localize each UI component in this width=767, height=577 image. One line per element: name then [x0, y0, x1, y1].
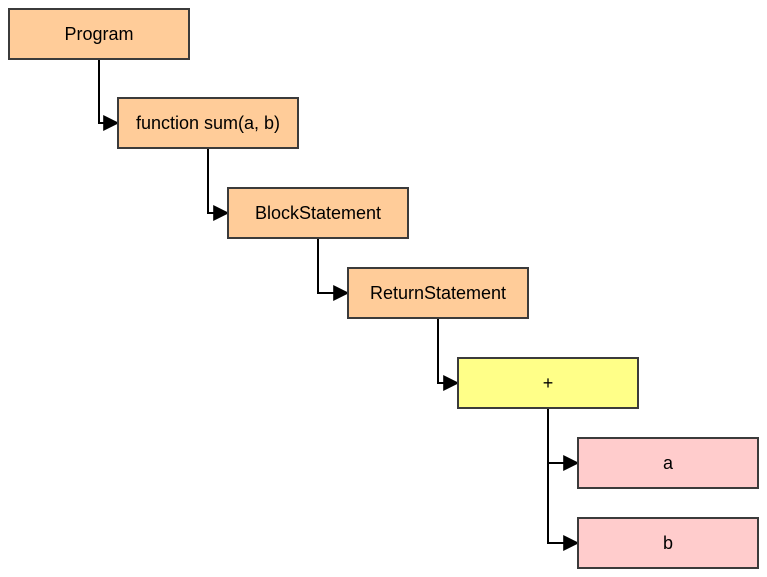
- edge-blockstatement-returnstatement: [317, 238, 350, 301]
- edge-function-blockstatement: [207, 148, 230, 221]
- node-program-label: Program: [64, 24, 133, 44]
- node-identifier-a-label: a: [663, 453, 674, 473]
- node-program-box: [8, 8, 190, 60]
- node-block-statement-label: BlockStatement: [255, 203, 381, 223]
- node-function-sum-box: [117, 97, 299, 149]
- node-identifier-b: b: [577, 517, 759, 569]
- edge-plus-identifier-a: [547, 408, 580, 471]
- node-plus-operator-label: +: [543, 373, 554, 393]
- node-identifier-a: a: [577, 437, 759, 489]
- node-return-statement: ReturnStatement: [347, 267, 529, 319]
- node-plus-operator: +: [457, 357, 639, 409]
- node-block-statement: BlockStatement: [227, 187, 409, 239]
- node-plus-operator-box: [457, 357, 639, 409]
- node-block-statement-box: [227, 187, 409, 239]
- node-function-sum-label: function sum(a, b): [136, 113, 280, 133]
- edge-plus-identifier-b: [547, 408, 580, 551]
- edge-returnstatement-plus: [437, 318, 460, 391]
- node-return-statement-box: [347, 267, 529, 319]
- node-identifier-b-box: [577, 517, 759, 569]
- node-identifier-b-label: b: [663, 533, 673, 553]
- node-return-statement-label: ReturnStatement: [370, 283, 506, 303]
- node-program: Program: [8, 8, 190, 60]
- node-function-sum: function sum(a, b): [117, 97, 299, 149]
- node-identifier-a-box: [577, 437, 759, 489]
- edge-program-function: [98, 59, 120, 131]
